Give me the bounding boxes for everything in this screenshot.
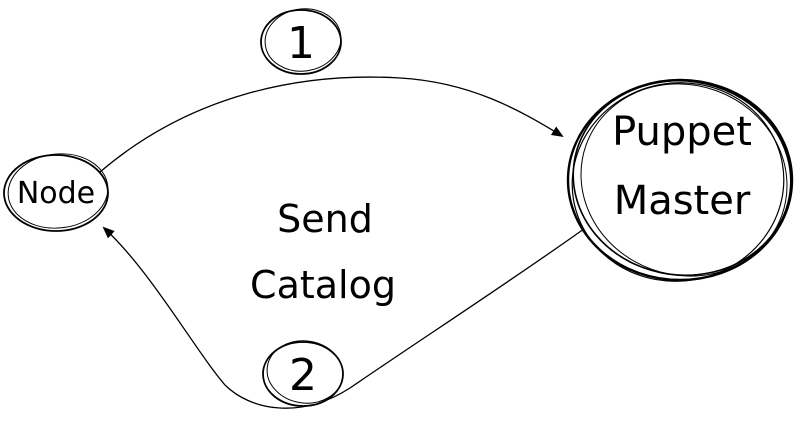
step-2-badge xyxy=(262,340,344,407)
puppet-master-label-line2: Master xyxy=(614,178,751,224)
step-1-badge xyxy=(260,8,342,75)
send-label: Send xyxy=(277,197,373,241)
catalog-label: Catalog xyxy=(250,263,396,307)
node-label: Node xyxy=(17,176,95,211)
puppet-master-label-line1: Puppet xyxy=(612,109,752,155)
arrow-master-to-node xyxy=(102,225,589,409)
step-2-label: 2 xyxy=(289,350,317,401)
arrow-node-to-master xyxy=(99,76,564,173)
step-1-label: 1 xyxy=(287,18,315,69)
node-circle xyxy=(3,153,109,232)
puppet-master-circle xyxy=(566,78,794,282)
